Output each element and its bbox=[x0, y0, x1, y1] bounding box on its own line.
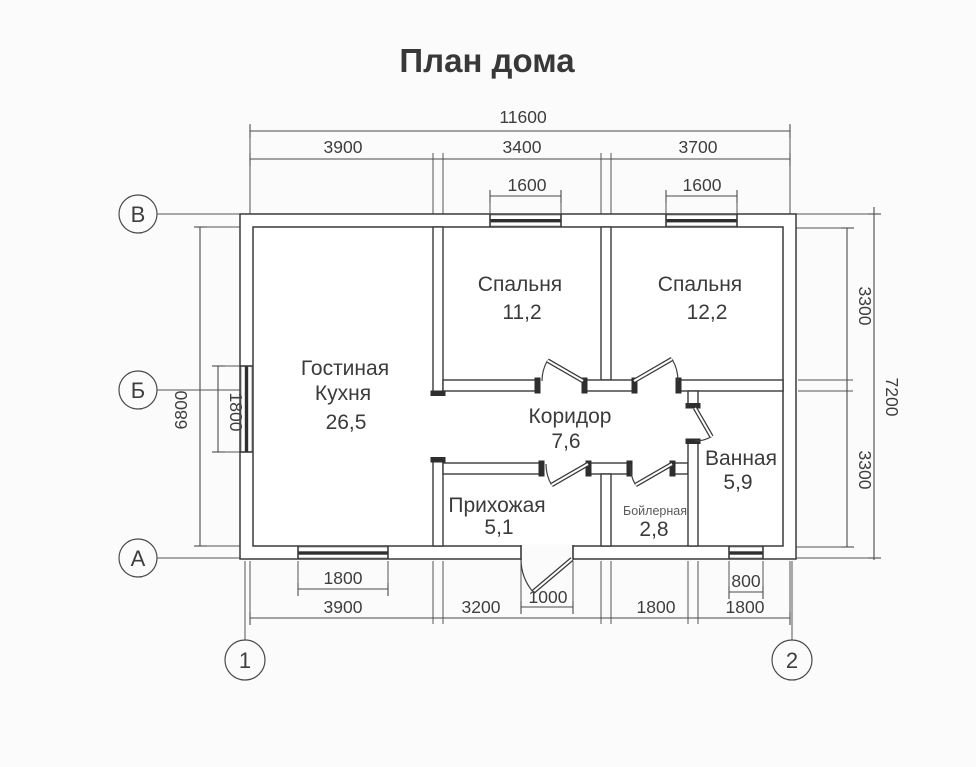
entrance-opening bbox=[520, 544, 574, 560]
axis-markers: В Б А 1 2 bbox=[118, 194, 813, 681]
axis-leaders bbox=[157, 213, 793, 640]
room-bathroom-name: Ванная bbox=[705, 447, 777, 470]
room-bedroom1-name: Спальня bbox=[478, 273, 562, 296]
page-title: План дома bbox=[399, 42, 575, 79]
dimension-lines-right bbox=[796, 207, 881, 560]
door-bathroom bbox=[693, 406, 714, 442]
door-bedroom2 bbox=[632, 357, 679, 383]
room-labels: Гостиная Кухня 26,5 Спальня 11,2 Спальня… bbox=[301, 273, 777, 541]
window-left bbox=[239, 365, 254, 453]
axis-row-a: А bbox=[131, 546, 146, 571]
dimension-lines-left bbox=[194, 226, 240, 547]
dim-bottom-2: 3200 bbox=[462, 597, 501, 617]
axis-col-1: 1 bbox=[239, 648, 251, 673]
dim-entrance-door: 1000 bbox=[529, 587, 568, 607]
dim-bottom-1: 3900 bbox=[324, 597, 363, 617]
room-hallway-area: 5,1 bbox=[484, 516, 513, 539]
window-living bbox=[297, 545, 389, 560]
room-bedroom2-name: Спальня bbox=[658, 273, 742, 296]
room-living-line2: Кухня bbox=[315, 382, 371, 405]
dim-window-1600-b: 1600 bbox=[683, 175, 722, 195]
dim-top-2: 3400 bbox=[503, 137, 542, 157]
window-bedroom1 bbox=[489, 213, 562, 228]
room-corridor-area: 7,6 bbox=[551, 430, 580, 453]
room-boiler-area: 2,8 bbox=[639, 518, 668, 541]
axis-row-v: В bbox=[131, 202, 146, 227]
dim-right-2: 3300 bbox=[855, 451, 875, 490]
dimension-lines-top bbox=[249, 124, 791, 215]
door-jambs bbox=[430, 377, 701, 477]
window-bathroom bbox=[728, 545, 764, 560]
dim-window-1800: 1800 bbox=[324, 568, 363, 588]
room-bathroom-area: 5,9 bbox=[723, 471, 752, 494]
axis-col-2: 2 bbox=[786, 648, 798, 673]
dim-overall-width: 11600 bbox=[499, 107, 547, 127]
room-living-line1: Гостиная bbox=[301, 357, 389, 380]
dimension-labels: 11600 3900 3400 3700 1600 1600 3900 3200… bbox=[171, 107, 902, 617]
door-bedroom1 bbox=[541, 358, 585, 383]
dim-right-overall: 7200 bbox=[882, 378, 902, 417]
dim-top-1: 3900 bbox=[324, 137, 363, 157]
room-bedroom2-area: 12,2 bbox=[687, 301, 728, 324]
dim-left-overall: 6800 bbox=[171, 390, 191, 429]
dim-bottom-4: 1800 bbox=[726, 597, 765, 617]
room-bedroom1-area: 11,2 bbox=[502, 301, 541, 324]
dim-right-1: 3300 bbox=[855, 287, 875, 326]
dim-window-1600-a: 1600 bbox=[508, 175, 547, 195]
interior-walls bbox=[432, 226, 784, 547]
room-hallway-name: Прихожая bbox=[448, 494, 545, 517]
dim-bottom-3: 1800 bbox=[637, 597, 676, 617]
dim-top-3: 3700 bbox=[679, 137, 718, 157]
window-bedroom2 bbox=[665, 213, 738, 228]
door-boiler bbox=[629, 462, 674, 487]
room-corridor-name: Коридор bbox=[529, 405, 612, 428]
room-living-area: 26,5 bbox=[326, 411, 367, 434]
dimension-lines-bottom bbox=[249, 561, 791, 625]
axis-row-b: Б bbox=[131, 378, 145, 403]
door-hallway bbox=[545, 462, 590, 487]
room-boiler-name: Бойлерная bbox=[623, 504, 687, 518]
door-entrance bbox=[520, 557, 574, 594]
dim-left-window: 1800 bbox=[226, 393, 246, 432]
dim-window-800: 800 bbox=[731, 571, 760, 591]
